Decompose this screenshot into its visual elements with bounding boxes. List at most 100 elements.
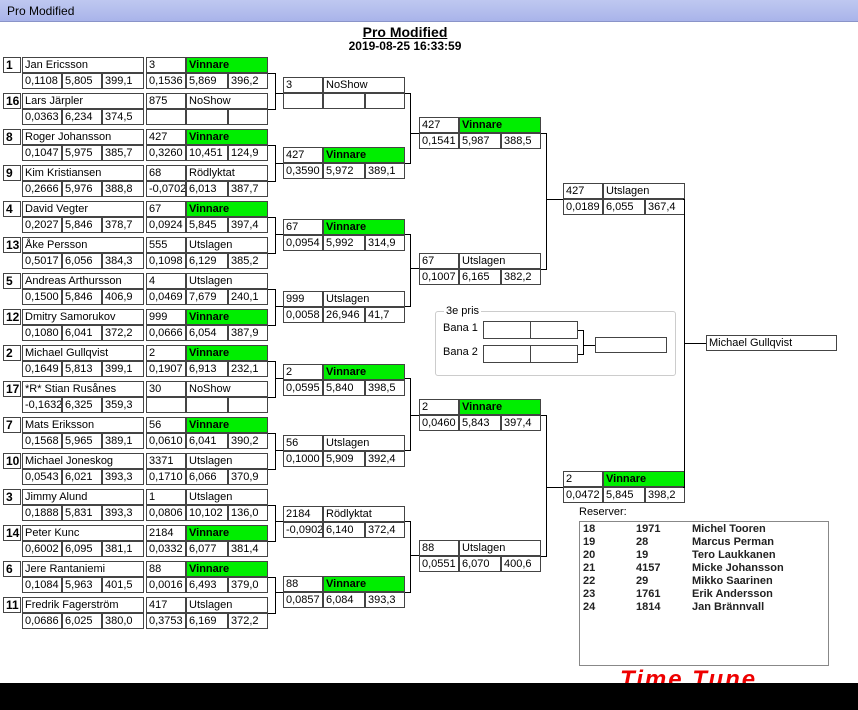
racer-name[interactable]: Lars Järpler bbox=[22, 93, 144, 109]
racer-speed: 359,3 bbox=[102, 397, 144, 413]
lane2-label: Bana 2 bbox=[443, 346, 478, 358]
third-lane1-input[interactable] bbox=[483, 321, 531, 339]
round1-lane: 2184 bbox=[146, 525, 186, 541]
round4-lane: 427 bbox=[563, 183, 603, 199]
racer-speed: 393,3 bbox=[102, 505, 144, 521]
bracket-line bbox=[405, 592, 411, 593]
round1-mph: 240,1 bbox=[228, 289, 268, 305]
round1-mph: 136,0 bbox=[228, 505, 268, 521]
racer-name[interactable]: Peter Kunc bbox=[22, 525, 144, 541]
round1-mph: 372,2 bbox=[228, 613, 268, 629]
racer-et: 5,846 bbox=[62, 289, 102, 305]
third-place-title: 3e pris bbox=[444, 305, 482, 317]
racer-name[interactable]: Andreas Arthursson bbox=[22, 273, 144, 289]
seed-number: 17 bbox=[3, 381, 21, 397]
bracket-line bbox=[268, 361, 276, 362]
round2-mph: 389,1 bbox=[365, 163, 405, 179]
bracket-line bbox=[268, 577, 276, 578]
racer-reaction: 0,1568 bbox=[22, 433, 62, 449]
racer-name[interactable]: Roger Johansson bbox=[22, 129, 144, 145]
title-bar[interactable]: Pro Modified bbox=[0, 0, 858, 22]
racer-name[interactable]: Michael Gullqvist bbox=[22, 345, 144, 361]
reserve-pos: 24 bbox=[583, 601, 596, 613]
round1-et: 6,493 bbox=[186, 577, 228, 593]
racer-reaction: 0,5017 bbox=[22, 253, 62, 269]
round4-result: Utslagen bbox=[603, 183, 685, 199]
logo-text: Time Tune bbox=[620, 666, 758, 683]
racer-name[interactable]: Åke Persson bbox=[22, 237, 144, 253]
round3-rt: 0,1541 bbox=[419, 133, 459, 149]
reserve-name: Jan Brännvall bbox=[692, 601, 765, 613]
bracket-line bbox=[405, 306, 411, 307]
round1-mph bbox=[228, 397, 268, 413]
racer-reaction: 0,1084 bbox=[22, 577, 62, 593]
round1-rt bbox=[146, 397, 186, 413]
round2-et bbox=[323, 93, 365, 109]
round1-result: Vinnare bbox=[186, 417, 268, 433]
round2-rt bbox=[283, 93, 323, 109]
bracket-line bbox=[275, 378, 283, 379]
reserve-num: 4157 bbox=[636, 562, 661, 574]
racer-name[interactable]: David Vegter bbox=[22, 201, 144, 217]
bracket-line bbox=[275, 577, 276, 614]
seed-number: 13 bbox=[3, 237, 21, 253]
racer-name[interactable]: Jimmy Alund bbox=[22, 489, 144, 505]
racer-name[interactable]: Mats Eriksson bbox=[22, 417, 144, 433]
reserve-num: 19 bbox=[636, 549, 649, 561]
bracket-line bbox=[275, 450, 283, 451]
bracket-line bbox=[410, 521, 411, 593]
racer-speed: 381,1 bbox=[102, 541, 144, 557]
round2-rt: 0,1000 bbox=[283, 451, 323, 467]
bracket-line bbox=[541, 415, 547, 416]
third-lane2-input[interactable] bbox=[483, 345, 531, 363]
round4-rt: 0,0189 bbox=[563, 199, 603, 215]
racer-et: 5,813 bbox=[62, 361, 102, 377]
round1-lane: 999 bbox=[146, 309, 186, 325]
round1-rt: 0,0666 bbox=[146, 325, 186, 341]
bracket-line bbox=[275, 163, 283, 164]
racer-name[interactable]: Michael Joneskog bbox=[22, 453, 144, 469]
bracket-line bbox=[546, 199, 563, 200]
racer-speed: 399,1 bbox=[102, 73, 144, 89]
racer-name[interactable]: *R* Stian Rusånes bbox=[22, 381, 144, 397]
round3-lane: 67 bbox=[419, 253, 459, 269]
racer-speed: 388,8 bbox=[102, 181, 144, 197]
racer-reaction: 0,1047 bbox=[22, 145, 62, 161]
seed-number: 9 bbox=[3, 165, 21, 181]
round1-et: 6,041 bbox=[186, 433, 228, 449]
round1-rt: 0,3260 bbox=[146, 145, 186, 161]
round2-result: Vinnare bbox=[323, 364, 405, 380]
round1-lane: 555 bbox=[146, 237, 186, 253]
round1-et: 6,169 bbox=[186, 613, 228, 629]
bracket-line bbox=[275, 289, 276, 326]
seed-number: 3 bbox=[3, 489, 21, 505]
round1-mph: 397,4 bbox=[228, 217, 268, 233]
racer-name[interactable]: Fredrik Fagerström bbox=[22, 597, 144, 613]
round3-mph: 397,4 bbox=[501, 415, 541, 431]
racer-name[interactable]: Kim Kristiansen bbox=[22, 165, 144, 181]
page-datetime: 2019-08-25 16:33:59 bbox=[348, 39, 462, 53]
round4-result: Vinnare bbox=[603, 471, 685, 487]
racer-name[interactable]: Dmitry Samorukov bbox=[22, 309, 144, 325]
round2-rt: 0,0058 bbox=[283, 307, 323, 323]
reserve-pos: 18 bbox=[583, 523, 596, 535]
round2-lane: 427 bbox=[283, 147, 323, 163]
reserve-num: 1761 bbox=[636, 588, 661, 600]
round3-et: 5,987 bbox=[459, 133, 501, 149]
round3-result: Utslagen bbox=[459, 540, 541, 556]
racer-reaction: -0,1632 bbox=[22, 397, 62, 413]
racer-name[interactable]: Jan Ericsson bbox=[22, 57, 144, 73]
reserve-num: 29 bbox=[636, 575, 649, 587]
bracket-line bbox=[268, 253, 276, 254]
round1-lane: 417 bbox=[146, 597, 186, 613]
racer-name[interactable]: Jere Rantaniemi bbox=[22, 561, 144, 577]
round1-lane: 4 bbox=[146, 273, 186, 289]
round2-rt: 0,0595 bbox=[283, 380, 323, 396]
round1-et: 6,013 bbox=[186, 181, 228, 197]
round2-et: 26,946 bbox=[323, 307, 365, 323]
bracket-line bbox=[268, 505, 276, 506]
bracket-line bbox=[683, 487, 685, 488]
